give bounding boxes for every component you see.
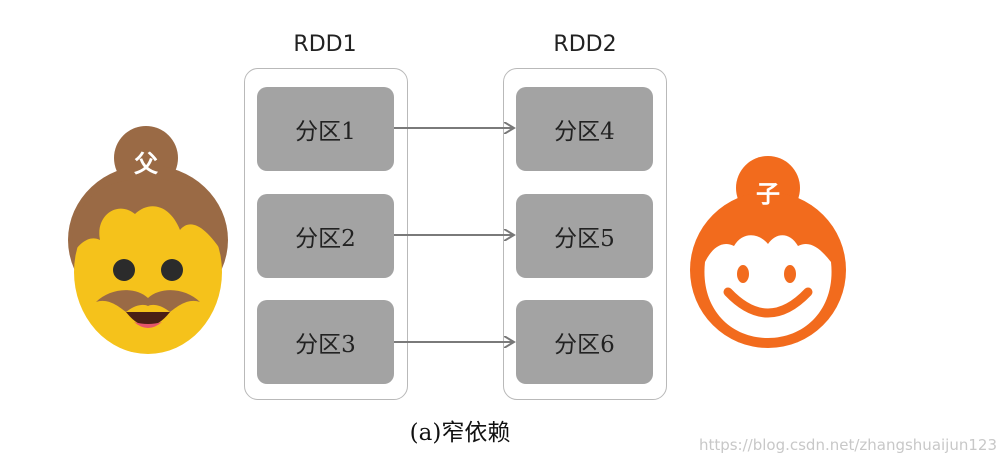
- rdd1-partition-2: 分区2: [257, 194, 394, 278]
- rdd2-title: RDD2: [553, 32, 617, 57]
- watermark: https://blog.csdn.net/zhangshuaijun123: [698, 436, 997, 454]
- rdd2-partition-6: 分区6: [516, 300, 653, 384]
- rdd1-partition-1: 分区1: [257, 87, 394, 171]
- rdd2-partition-4: 分区4: [516, 87, 653, 171]
- child-label: 子: [756, 180, 780, 208]
- rdd1-title: RDD1: [293, 32, 357, 57]
- rdd2-partition-5: 分区5: [516, 194, 653, 278]
- father-label: 父: [134, 150, 158, 178]
- rdd1-partition-3: 分区3: [257, 300, 394, 384]
- figure-caption: (a)窄依赖: [409, 420, 511, 446]
